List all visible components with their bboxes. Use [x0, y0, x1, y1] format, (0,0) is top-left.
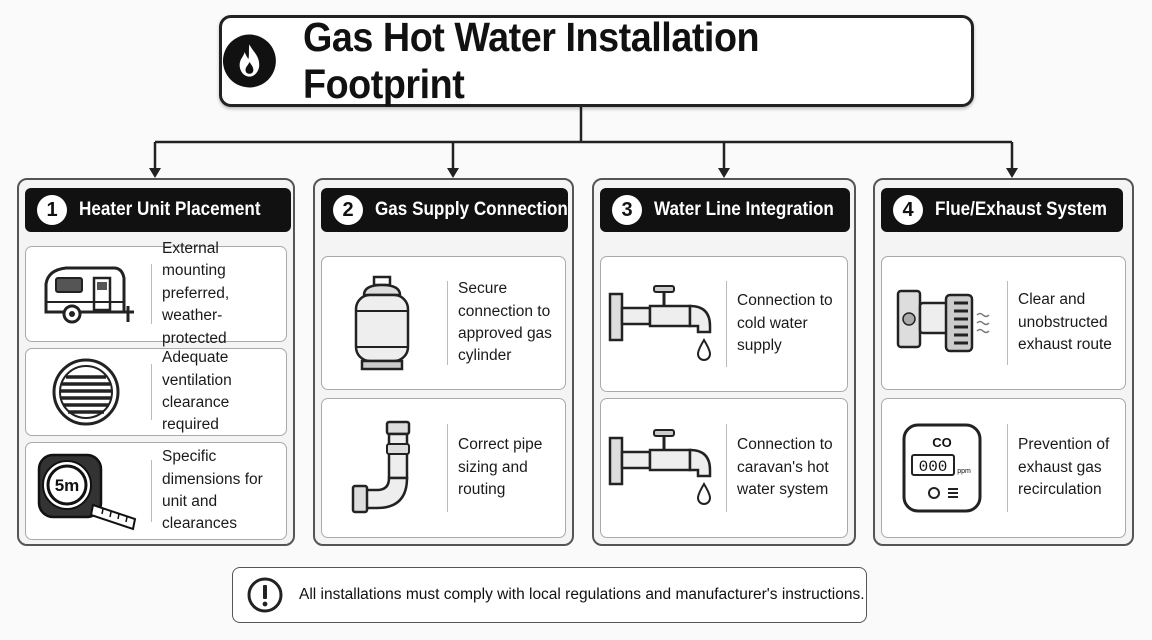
pipe-elbow-icon [351, 420, 411, 514]
compliance-note-text: All installations must comply with local… [299, 586, 865, 603]
tape-measure-icon: 5m [37, 453, 137, 531]
co-unit: ppm [957, 468, 971, 475]
flue-icon [896, 289, 990, 353]
card-text: Adequate ventilation clearance required [162, 349, 232, 434]
card-hot-water-system: Connection to caravan's hot water system [600, 398, 848, 538]
column-heater-unit-placement: 1 Heater Unit Placement External mountin… [17, 178, 295, 546]
compliance-note: All installations must comply with local… [232, 567, 867, 623]
card-text: Connection to caravan's hot water system [737, 436, 833, 499]
column-header: 3 Water Line Integration [600, 188, 850, 232]
card-text: Prevention of exhaust gas recirculation [1018, 436, 1110, 499]
column-title: Flue/Exhaust System [935, 199, 1108, 220]
card-exhaust-recirculation: CO 000 ppm Prevention of exhaust gas rec… [881, 398, 1126, 538]
page-title: Gas Hot Water Installation Footprint [302, 14, 760, 107]
column-title: Gas Supply Connection [375, 199, 568, 220]
gas-cylinder-icon [354, 275, 410, 371]
card-specific-dimensions: 5m Specific dimensions for unit and clea… [25, 442, 287, 540]
tap-icon [608, 285, 712, 361]
column-gas-supply-connection: 2 Gas Supply Connection Secure connectio… [313, 178, 574, 546]
card-exhaust-route: Clear and unobstructed exhaust route [881, 256, 1126, 390]
column-water-line-integration: 3 Water Line Integration Connection to c… [592, 178, 856, 546]
card-text: Connection to cold water supply [737, 292, 833, 355]
column-title: Heater Unit Placement [79, 199, 261, 220]
caravan-icon [44, 266, 134, 324]
step-number-badge: 3 [612, 195, 642, 225]
flame-icon [222, 34, 276, 88]
card-gas-cylinder-connection: Secure connection to approved gas cylind… [321, 256, 566, 390]
co-reading: 000 [919, 458, 948, 476]
card-text: Specific dimensions for unit and clearan… [162, 448, 263, 533]
column-header: 2 Gas Supply Connection [321, 188, 568, 232]
title-box: Gas Hot Water Installation Footprint [219, 14, 974, 107]
step-number-badge: 2 [333, 195, 363, 225]
card-pipe-sizing: Correct pipe sizing and routing [321, 398, 566, 538]
column-header: 1 Heater Unit Placement [25, 188, 291, 232]
card-external-mounting: External mounting preferred, weather-pro… [25, 239, 287, 347]
vent-grille-icon [52, 358, 120, 426]
tape-measure-label: 5m [55, 476, 80, 495]
step-number-badge: 4 [893, 195, 923, 225]
co-label: CO [932, 435, 952, 450]
card-text: Secure connection to approved gas cylind… [458, 280, 552, 365]
co-detector-icon: CO 000 ppm [902, 423, 982, 513]
card-ventilation-clearance: Adequate ventilation clearance required [25, 348, 287, 436]
card-cold-water-supply: Connection to cold water supply [600, 256, 848, 392]
step-number-badge: 1 [37, 195, 67, 225]
card-text: Clear and unobstructed exhaust route [1018, 291, 1112, 354]
column-flue-exhaust-system: 4 Flue/Exhaust System [873, 178, 1134, 546]
card-text: Correct pipe sizing and routing [458, 436, 543, 499]
tap-icon [608, 429, 712, 505]
card-text: External mounting preferred, weather-pro… [162, 239, 230, 347]
column-title: Water Line Integration [654, 199, 834, 220]
column-header: 4 Flue/Exhaust System [881, 188, 1123, 232]
exclamation-icon [247, 577, 283, 613]
